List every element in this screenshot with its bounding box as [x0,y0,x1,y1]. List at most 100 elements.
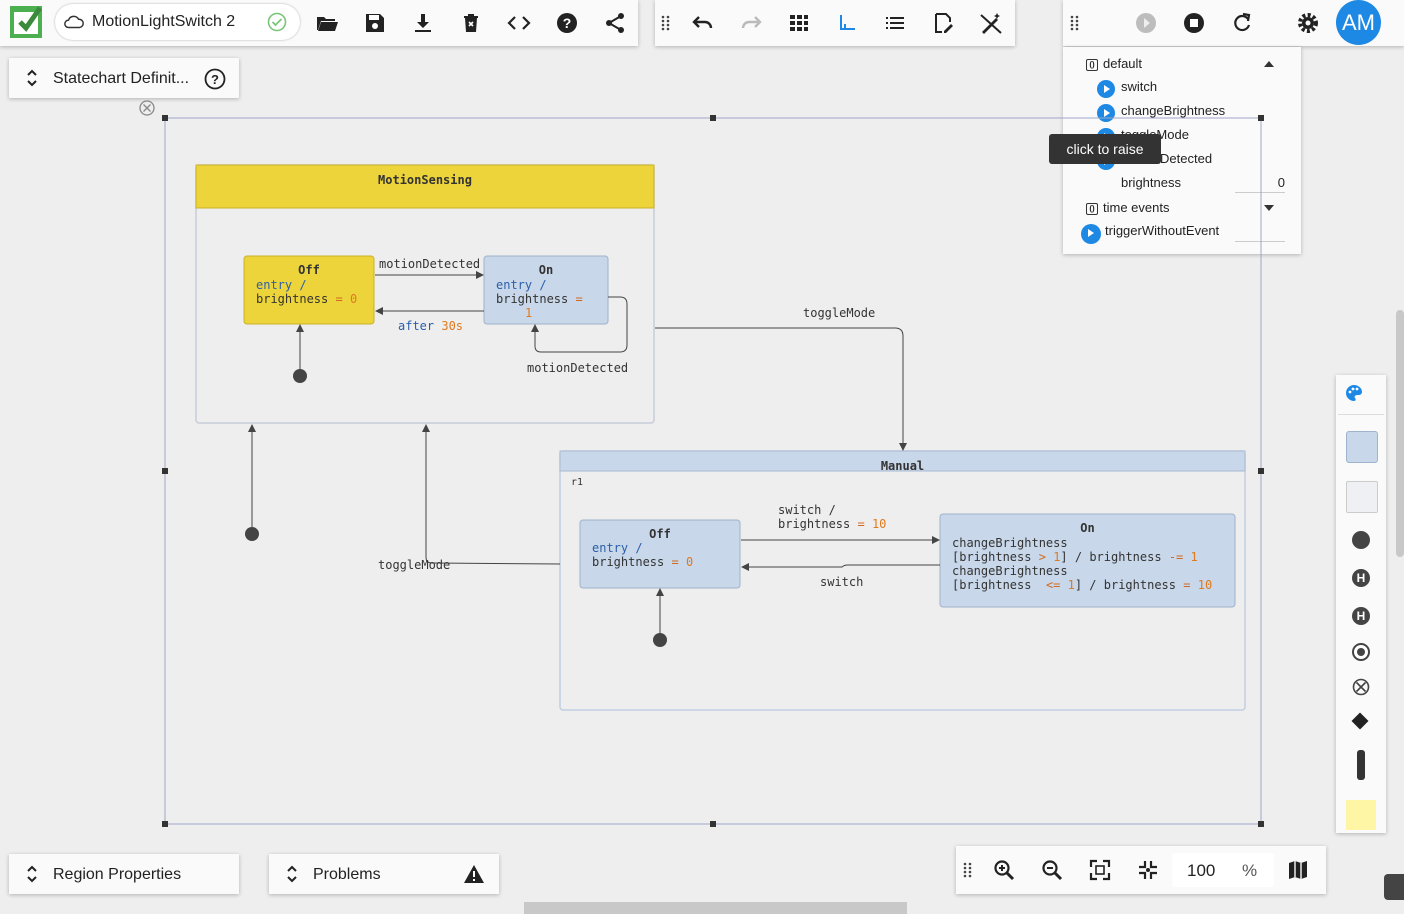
grid-button[interactable] [783,7,815,39]
manual-on-l2f: 1 [1190,550,1198,564]
collapse-up-icon[interactable] [1264,61,1274,67]
model-name-field[interactable]: MotionLightSwitch 2 [55,4,300,40]
open-folder-button[interactable] [311,7,343,39]
palette-state-tool[interactable] [1346,431,1378,463]
expand-down-icon[interactable] [1264,205,1274,211]
manual-on-state-box[interactable] [939,513,1236,608]
problems-expand-icon[interactable] [286,864,298,889]
manual-off-entry-slash: / [635,541,643,555]
transitions[interactable] [248,271,940,633]
fit-screen-button[interactable] [1084,854,1116,886]
vertical-scrollbar[interactable] [1396,310,1404,557]
statechart-definition-panel[interactable]: Statechart Definit... ? [9,58,239,98]
user-avatar[interactable]: AM [1336,0,1381,45]
palette-note-tool[interactable] [1346,800,1376,830]
app-logo[interactable] [8,2,46,40]
raise-trigger-icon[interactable] [1081,224,1101,244]
zoom-input[interactable]: 100 % [1172,853,1274,887]
manual-switch-label-b[interactable]: brightness = 10 [778,517,886,531]
manual-on-line4: [brightness <= 1] / brightness = 10 [952,578,1212,592]
ms-off-val: 0 [349,292,358,306]
manual-on-l4d: ] / brightness [1074,578,1177,592]
toggle-mode-right-label[interactable]: toggleMode [803,306,876,320]
time-event-trigger[interactable]: triggerWithoutEvent [1105,223,1220,238]
ms-self-motion-label[interactable]: motionDetected [527,361,629,375]
palette-region-tool[interactable] [1346,481,1378,513]
sim-stop-button[interactable] [1178,7,1210,39]
trigger-value-underline [1235,241,1285,242]
palette-final-icon[interactable] [1352,643,1370,661]
delete-button[interactable] [455,7,487,39]
palette-divider [1338,414,1384,415]
manual-off-entry: entry / [592,541,643,555]
manual-switch-val: 10 [871,517,887,531]
redo-button[interactable] [735,7,767,39]
selection-handles[interactable] [162,115,1264,827]
zoom-drag-handle-icon[interactable] [963,862,973,883]
manual-initial-node[interactable] [653,633,667,647]
sim-drag-handle-icon[interactable] [1070,15,1080,36]
fit-selection-button[interactable] [1132,854,1164,886]
minimap-button[interactable] [1282,854,1314,886]
section-time-events-label[interactable]: time events [1103,200,1170,215]
interface-icon: () [1086,59,1098,71]
zoom-value[interactable]: 100 [1187,861,1216,880]
palette-initial-icon[interactable] [1352,531,1370,549]
model-name-text[interactable]: MotionLightSwitch 2 [92,13,236,30]
tooltip-text: click to raise [1066,141,1144,157]
settings-button[interactable] [1292,7,1324,39]
ms-on-state-box[interactable] [483,255,609,325]
close-selection-icon[interactable] [139,100,155,116]
horizontal-scrollbar[interactable] [524,902,907,914]
expand-updown-icon[interactable] [26,68,38,93]
region-properties-panel[interactable]: Region Properties [9,854,239,894]
palette-icon[interactable] [1344,383,1364,408]
zoom-in-button[interactable] [988,854,1020,886]
drag-handle-icon[interactable] [661,15,671,36]
root-initial-node[interactable] [245,527,259,541]
palette-exit-icon[interactable] [1352,678,1370,696]
orthogonal-routing-icon [840,15,855,30]
section-default-label[interactable]: default [1103,56,1143,71]
ms-on-name: On [538,263,554,277]
list-button[interactable] [879,7,911,39]
code-view-button[interactable] [503,7,535,39]
ms-initial-node[interactable] [293,369,307,383]
raise-switch-icon[interactable] [1097,80,1115,98]
ms-after-val: 30s [441,319,464,333]
manual-switch-back-label[interactable]: switch [820,575,864,589]
manual-on-line2: [brightness > 1] / brightness -= 1 [952,550,1198,564]
event-changebrightness[interactable]: changeBrightness [1121,103,1226,118]
share-button[interactable] [599,7,631,39]
edit-document-button[interactable] [927,7,959,39]
click-to-raise-tooltip: click to raise [1049,134,1161,164]
palette-shallow-history-icon[interactable]: H [1352,607,1370,625]
download-button[interactable] [407,7,439,39]
zoom-out-button[interactable] [1036,854,1068,886]
ms-on-entry-kw: entry [496,278,533,292]
manual-switch-label-a[interactable]: switch / [778,503,836,517]
help-button[interactable]: ? [551,7,583,39]
manual-on-l4c: 1 [1067,578,1075,592]
variable-brightness-value[interactable]: 0 [1235,175,1285,193]
routing-button[interactable] [831,7,863,39]
sim-restart-button[interactable] [1226,7,1258,39]
problems-panel[interactable]: Problems [269,854,499,894]
magic-button[interactable] [975,7,1007,39]
ms-after-label[interactable]: after 30s [398,319,463,333]
sim-play-button[interactable] [1130,7,1162,39]
toggle-mode-left-label[interactable]: toggleMode [378,558,451,572]
event-switch[interactable]: switch [1121,79,1158,94]
ms-motion-detected-label[interactable]: motionDetected [379,257,481,271]
folder-open-icon [317,17,338,31]
corner-chip[interactable] [1384,874,1404,900]
palette-deep-history-icon[interactable]: H [1352,569,1370,587]
help-circle-icon[interactable]: ? [204,68,226,95]
region-expand-icon[interactable] [26,864,38,889]
palette-synchronization-icon[interactable] [1357,750,1365,780]
undo-button[interactable] [687,7,719,39]
save-button[interactable] [359,7,391,39]
ms-off-state-box[interactable] [243,255,375,325]
manual-header [559,450,1246,472]
